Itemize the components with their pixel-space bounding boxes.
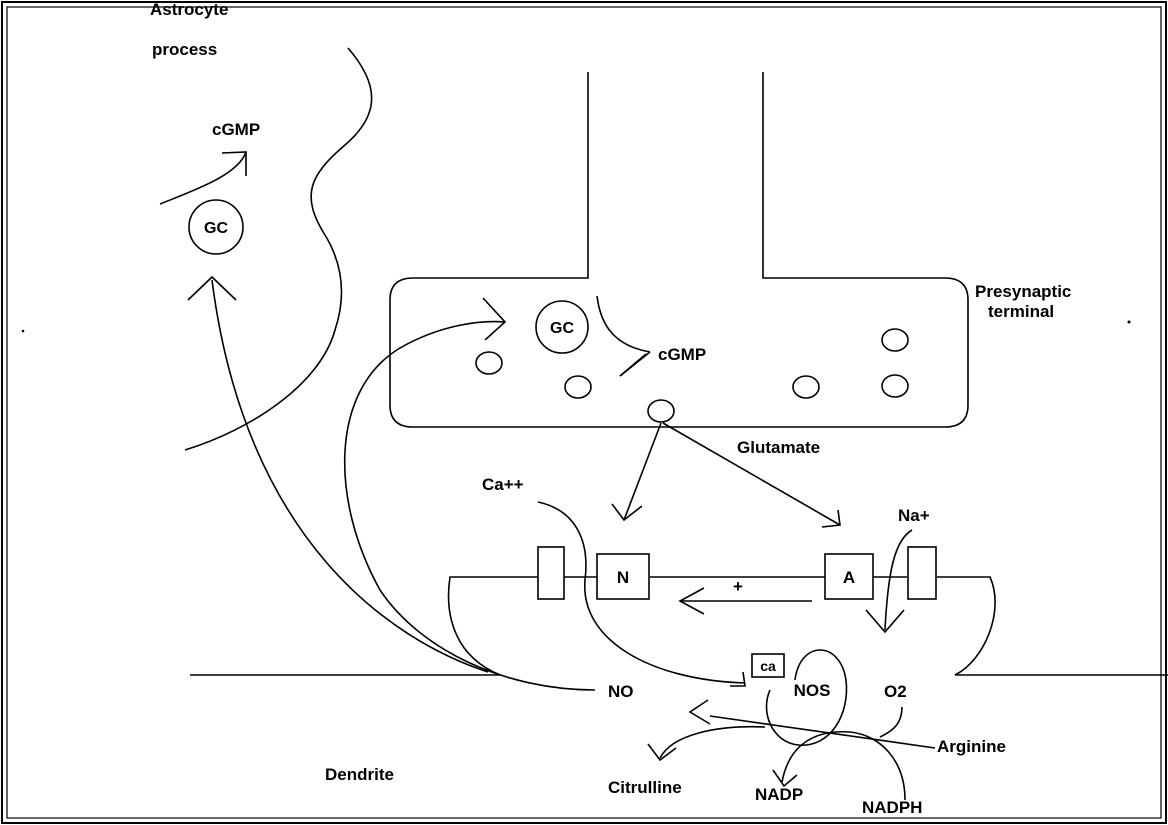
sodium-influx-arrow [884, 529, 913, 631]
astrocyte-cgmp-arrowhead [221, 151, 247, 176]
no-to-presynaptic-arrow [343, 320, 596, 691]
spine-membrane-right2 [937, 576, 1168, 676]
nos-label: NOS [794, 681, 831, 700]
nadph-label: NADPH [862, 798, 922, 817]
presynaptic-cgmp-arrowhead2 [619, 353, 647, 377]
presynaptic-cgmp-label: cGMP [658, 345, 706, 364]
scan-dot [21, 329, 25, 333]
glutamate-to-ampa-arrow [662, 422, 841, 526]
no-to-astrocyte-arrow [211, 279, 489, 673]
presynaptic-label-line2: terminal [988, 302, 1054, 321]
glutamate-to-nmda-arrow [623, 422, 662, 521]
ampa-receptor-box [824, 553, 874, 600]
astrocyte-label-line2: process [152, 40, 217, 59]
nadp-arrowhead [772, 769, 798, 788]
ampa-receptor-label: A [843, 568, 855, 587]
no-to-presynaptic-arrowhead [482, 297, 507, 341]
nos-calmodulin-label: ca [760, 658, 776, 674]
sodium-label: Na+ [898, 506, 930, 525]
vesicle [881, 328, 909, 352]
inner-border [6, 6, 1162, 819]
channel-box-right [907, 546, 937, 600]
citrulline-arrowhead [647, 743, 677, 762]
vesicle [881, 374, 909, 398]
scan-dot [1127, 320, 1131, 324]
presynaptic-label-line1: Presynaptic [975, 282, 1071, 301]
citrulline-arrow [659, 725, 766, 759]
astrocyte-gc-circle [188, 199, 244, 255]
astrocyte-cgmp-label: cGMP [212, 120, 260, 139]
dendritic-spine-outline [190, 576, 540, 676]
oxygen-arrow [879, 706, 903, 738]
presynaptic-gc-circle [535, 300, 589, 354]
channel-box-left [537, 546, 565, 600]
arginine-to-no-arrowhead [688, 699, 711, 725]
astrocyte-cgmp-arrow [159, 151, 247, 205]
nmda-receptor-box [596, 553, 650, 600]
presynaptic-cgmp-arrow [596, 295, 651, 353]
nadph-nadp-arc [781, 730, 906, 801]
nos-enzyme-outline [765, 649, 848, 746]
vesicle [792, 375, 820, 399]
calcium-influx-arrowhead [730, 671, 746, 687]
citrulline-label: Citrulline [608, 778, 682, 797]
calcium-label: Ca++ [482, 475, 524, 494]
astrocyte-label-line1: Astrocyte [150, 0, 228, 19]
nadp-label: NADP [755, 785, 803, 804]
ampa-to-nmda-arrowhead [678, 587, 705, 615]
arginine-label: Arginine [937, 737, 1006, 756]
presynaptic-gc-label: GC [550, 320, 574, 337]
astrocyte-gc-label: GC [204, 220, 228, 237]
glutamate-to-nmda-arrowhead [611, 503, 643, 522]
nmda-receptor-label: N [617, 568, 629, 587]
potentiation-plus: + [733, 577, 743, 596]
release-vesicle [647, 399, 675, 423]
vesicle [564, 375, 592, 399]
astrocyte-membrane [184, 47, 373, 451]
nos-calmodulin-box [751, 653, 785, 678]
oxygen-label: O2 [884, 682, 907, 701]
no-label: NO [608, 682, 634, 701]
glutamate-label: Glutamate [737, 438, 820, 457]
glutamate-to-ampa-arrowhead [821, 509, 841, 528]
dendrite-label: Dendrite [325, 765, 394, 784]
sodium-influx-arrowhead [865, 609, 905, 634]
calcium-influx-arrow [537, 501, 746, 684]
presynaptic-terminal-outline [389, 72, 969, 428]
arginine-to-no-line [709, 715, 936, 749]
astrocyte-no-arrowhead [187, 275, 237, 301]
vesicle [475, 351, 503, 375]
